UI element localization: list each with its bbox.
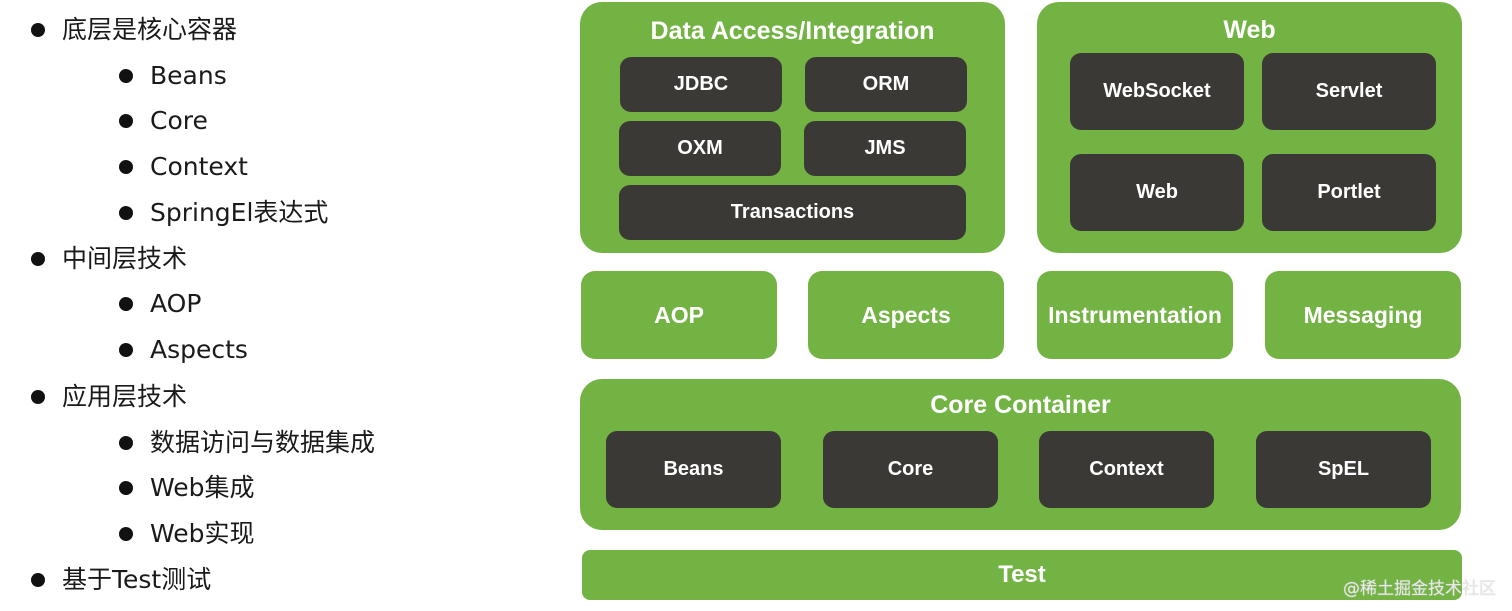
portlet-module: Portlet — [1262, 154, 1436, 231]
list-item-text: Core — [150, 106, 208, 135]
core-container-group: Core Container Beans Core Context SpEL — [580, 379, 1461, 530]
jms-module: JMS — [804, 121, 966, 176]
core-module: Core — [823, 431, 998, 508]
orm-module: ORM — [805, 57, 967, 112]
aop-module: AOP — [581, 271, 777, 359]
websocket-module: WebSocket — [1070, 53, 1244, 130]
list-item-text: 底层是核心容器 — [62, 15, 238, 44]
web-title: Web — [1223, 16, 1276, 44]
list-item-text: 应用层技术 — [62, 382, 188, 411]
messaging-module: Messaging — [1265, 271, 1461, 359]
bullet-icon — [119, 481, 133, 495]
test-module: Test — [582, 550, 1462, 600]
list-item-text: Web集成 — [150, 473, 255, 502]
list-item-text: Context — [150, 152, 248, 181]
data-access-title: Data Access/Integration — [650, 17, 935, 45]
servlet-module: Servlet — [1262, 53, 1436, 130]
data-access-group: Data Access/Integration JDBC ORM OXM JMS… — [580, 2, 1005, 253]
list-item-text: 基于Test测试 — [62, 565, 212, 594]
list-item-text: Web实现 — [150, 519, 255, 548]
bullet-icon — [31, 23, 45, 37]
list-item-text: Beans — [150, 61, 227, 90]
list-item-text: Aspects — [150, 335, 248, 364]
core-container-title: Core Container — [930, 391, 1111, 419]
aspects-module: Aspects — [808, 271, 1004, 359]
bullet-icon — [119, 114, 133, 128]
web-group: Web WebSocket Servlet Web Portlet — [1037, 2, 1462, 253]
watermark: @稀土掘金技术社区 — [1343, 579, 1496, 599]
bullet-icon — [119, 343, 133, 357]
oxm-module: OXM — [619, 121, 781, 176]
bullet-icon — [31, 390, 45, 404]
spel-module: SpEL — [1256, 431, 1431, 508]
web-module: Web — [1070, 154, 1244, 231]
bullet-icon — [119, 527, 133, 541]
bullet-icon — [119, 206, 133, 220]
jdbc-module: JDBC — [620, 57, 782, 112]
transactions-module: Transactions — [619, 185, 966, 240]
bullet-icon — [31, 252, 45, 266]
bullet-icon — [119, 436, 133, 450]
list-item-text: SpringEl表达式 — [150, 198, 329, 227]
bullet-icon — [31, 573, 45, 587]
list-item-text: AOP — [150, 289, 202, 318]
outline-list: 底层是核心容器 Beans Core Context SpringEl表达式 中… — [0, 0, 560, 611]
bullet-icon — [119, 69, 133, 83]
instrumentation-module: Instrumentation — [1037, 271, 1233, 359]
context-module: Context — [1039, 431, 1214, 508]
list-item-text: 数据访问与数据集成 — [150, 428, 376, 457]
bullet-icon — [119, 160, 133, 174]
list-item-text: 中间层技术 — [62, 244, 188, 273]
beans-module: Beans — [606, 431, 781, 508]
bullet-icon — [119, 297, 133, 311]
